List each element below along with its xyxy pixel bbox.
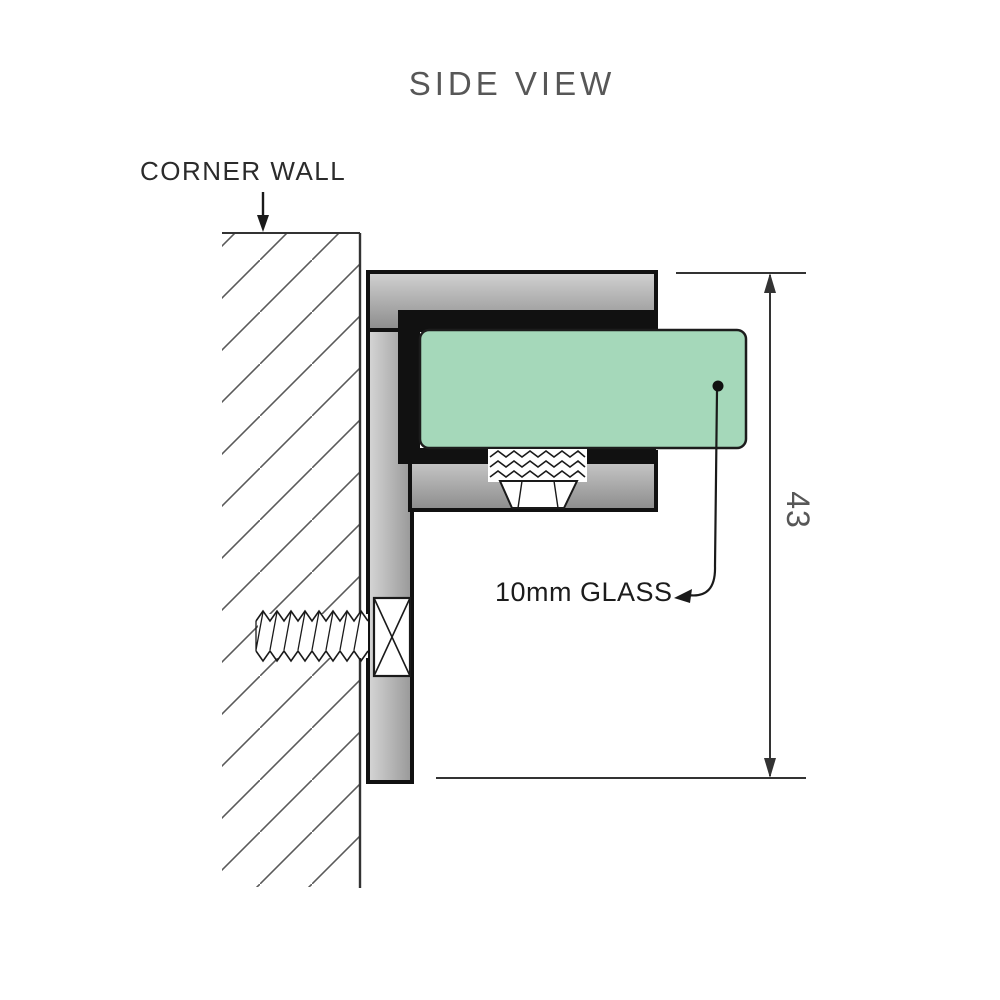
wall-hatching — [222, 233, 360, 887]
corner-wall-label: CORNER WALL — [140, 156, 346, 186]
title-side-view: SIDE VIEW — [409, 65, 616, 102]
screw-thread-bottom — [255, 649, 369, 663]
grub-screw-thread-1 — [489, 449, 586, 458]
grub-screw-tip-lines — [517, 480, 559, 509]
height-dimension: 43 — [436, 272, 816, 779]
screw-head-cross-lines — [373, 597, 411, 677]
glass-size-label: 10mm GLASS — [495, 577, 673, 607]
screw-thread-flights — [255, 611, 362, 651]
corner-wall-arrowhead-icon — [257, 215, 269, 232]
grub-screw-thread-2 — [489, 459, 586, 468]
corner-wall-callout: CORNER WALL — [140, 156, 346, 232]
grub-screw-thread-3 — [489, 469, 586, 478]
glass-callout: 10mm GLASS — [495, 380, 724, 607]
glass-callout-arrowhead-icon — [674, 589, 692, 603]
grub-screw-tip — [498, 480, 579, 509]
screw-thread-top — [255, 609, 369, 623]
fixing-screw — [255, 596, 412, 678]
dimension-arrowhead-bottom-icon — [764, 758, 776, 778]
grub-screw — [488, 449, 587, 509]
dimension-arrowhead-top-icon — [764, 273, 776, 293]
dimension-43-label: 43 — [780, 491, 816, 529]
screw-thread-backing — [258, 614, 368, 658]
glass-callout-leader-line — [687, 390, 719, 597]
wall — [222, 232, 362, 888]
glass-panel — [418, 328, 748, 450]
glass-callout-anchor-dot — [712, 380, 724, 392]
